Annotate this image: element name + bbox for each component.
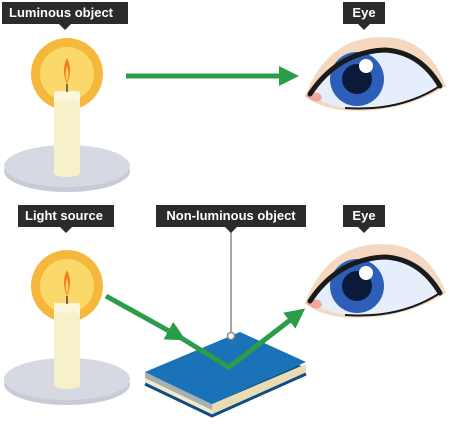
luminous-object-label: Luminous object: [2, 2, 128, 30]
light-ray-incident: [104, 293, 186, 341]
eye-label-top: Eye: [343, 2, 385, 30]
light-source-label: Light source: [18, 205, 114, 233]
light-ray-path: [176, 333, 232, 371]
candle-icon: [4, 38, 130, 192]
light-ray-reflected: [226, 308, 306, 370]
non-luminous-object-label: Non-luminous object: [156, 205, 306, 233]
label-pointer-dot: [226, 331, 236, 341]
eye-icon: [305, 37, 446, 111]
candle-icon: [4, 250, 130, 405]
book-icon: [144, 332, 307, 418]
eye-label-bottom: Eye: [343, 205, 385, 233]
eye-icon: [305, 244, 446, 318]
